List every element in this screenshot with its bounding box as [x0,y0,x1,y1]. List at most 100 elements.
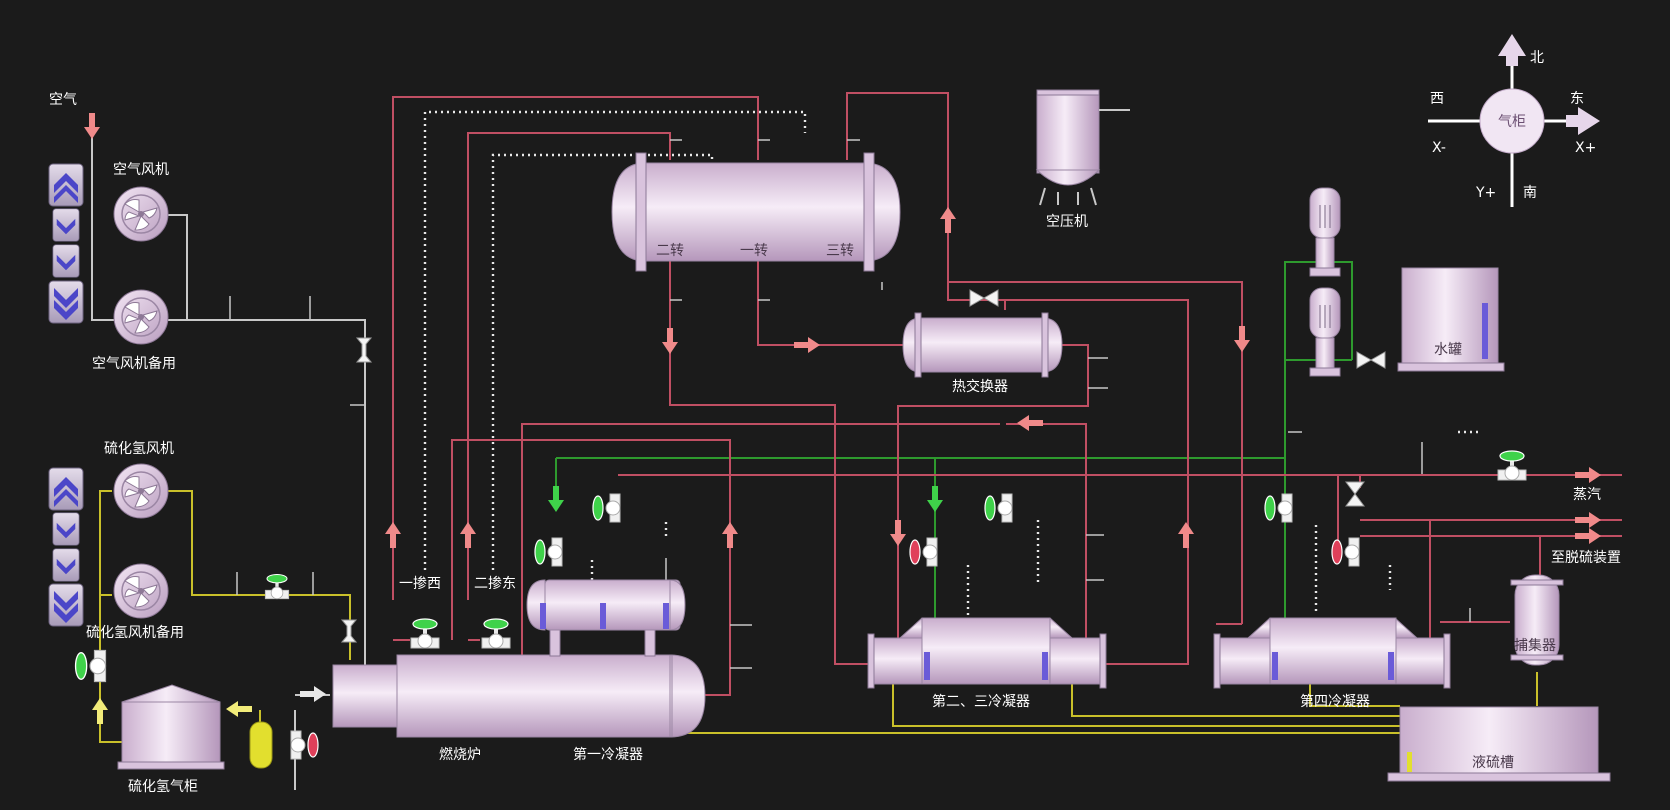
mix-east-label: 二掺东 [474,575,516,592]
h2s-fan-backup[interactable] [113,563,169,619]
to-desulfur-label: 至脱硫装置 [1551,550,1621,566]
compass-south-label: 南 [1523,185,1537,201]
check-valves [340,337,373,643]
flow-arrow-icon [1234,326,1250,352]
air-fan-label: 空气风机 [113,162,169,178]
valve-icon[interactable] [481,618,511,649]
flow-arrow-icon [548,486,564,512]
compass-xplus-label: X+ [1575,140,1596,156]
converter-reactor[interactable] [611,152,901,272]
condenser1-label: 第一冷凝器 [573,746,643,763]
steam-label: 蒸汽 [1573,487,1601,503]
water-tank[interactable] [1397,267,1505,372]
condenser4-label: 第四冷凝器 [1300,693,1370,710]
h2s-fan-label: 硫化氢风机 [104,441,174,457]
first-condenser[interactable] [526,579,686,657]
fourth-condenser[interactable] [1213,617,1451,689]
valve-side-icon[interactable] [592,493,621,523]
valve-icon[interactable] [264,573,290,600]
control-down-button[interactable] [52,244,80,278]
butterfly-valve-icon[interactable] [969,289,999,307]
air-fan[interactable] [113,186,169,242]
flow-arrow-icon [1575,528,1601,544]
valve-side-icon[interactable] [534,537,563,567]
valves[interactable] [74,450,1527,760]
compass-xminus-label: X- [1432,140,1446,156]
flow-arrow-icon [890,520,906,546]
flow-arrows-air [300,686,326,702]
flow-arrow-icon [1575,467,1601,483]
compass-yplus-label: Y+ [1475,185,1496,201]
water-pump-2[interactable] [1309,287,1341,377]
valve-icon[interactable] [1497,450,1527,481]
flow-arrow-icon [1178,522,1194,548]
flow-arrow-icon [1017,415,1043,431]
valve-side-icon[interactable] [909,537,938,567]
control-up-button[interactable] [48,163,84,207]
collector[interactable] [1510,574,1564,666]
water-tank-label: 水罐 [1434,342,1462,358]
air-fan-controls[interactable] [48,163,84,324]
valve-icon[interactable] [410,618,440,649]
compass-center-label: 气柜 [1498,114,1526,130]
flow-arrow-icon [940,207,956,233]
mix-west-label: 一掺西 [399,575,441,592]
condenser23-label: 第二、三冷凝器 [932,693,1030,710]
reactor-zone1-label: 一转 [740,243,768,259]
flow-arrow-icon [722,522,738,548]
compass-north-label: 北 [1530,50,1544,66]
pipes-dotted [423,110,1478,615]
liquid-sulfur-tank[interactable] [1387,706,1611,782]
flow-arrow-icon [300,686,326,702]
valve-side-icon[interactable] [74,649,107,683]
compressor-label: 空压机 [1046,214,1088,230]
butterfly-valve-icon[interactable] [1356,351,1386,369]
valve-side-icon[interactable] [1331,537,1360,567]
flow-arrow-icon [662,328,678,354]
furnace-label: 燃烧炉 [439,746,481,763]
air-fan-backup[interactable] [113,289,169,345]
collector-label: 捕集器 [1514,637,1556,654]
reactor-zone3-label: 三转 [826,243,854,259]
flow-arrow-icon [92,698,108,724]
valve-side-icon[interactable] [1264,493,1293,523]
control-down-button[interactable] [52,208,80,242]
air-label: 空气 [49,92,77,108]
furnace[interactable] [332,654,706,738]
water-pump-1[interactable] [1309,187,1341,277]
compass-icon [1428,34,1600,207]
compass-west-label: 西 [1430,91,1444,107]
flow-arrow-icon [84,113,100,139]
valve-side-icon[interactable] [290,730,319,760]
flow-arrow-icon [1575,512,1601,528]
h2s-fan-backup-label: 硫化氢风机备用 [86,624,184,641]
air-compressor[interactable] [1035,89,1130,206]
labels: 气柜 北 南 西 东 X- X+ Y+ 空气 空气风机 空气风机备用 硫化氢风机… [49,50,1621,795]
heat-exchanger[interactable] [902,312,1063,378]
control-double-down-button[interactable] [48,280,84,324]
h2s-tank-label: 硫化氢气柜 [128,779,198,795]
air-fan-backup-label: 空气风机备用 [92,355,176,372]
flow-arrow-icon [460,522,476,548]
reactor-zone2-label: 二转 [656,243,684,259]
butterfly-valves[interactable] [969,289,1386,507]
flow-arrow-icon [385,522,401,548]
compass-east-label: 东 [1570,91,1584,107]
flow-arrow-icon [794,337,820,353]
heat-exchanger-label: 热交换器 [952,378,1008,395]
sulfur-tank-label: 液硫槽 [1472,755,1514,771]
second-third-condenser[interactable] [867,617,1107,689]
control-double-down-button[interactable] [48,583,84,627]
valve-side-icon[interactable] [984,493,1013,523]
yellow-drum [249,721,273,769]
flow-arrow-icon [226,701,252,717]
h2s-fan-controls[interactable] [48,467,84,627]
control-up-button[interactable] [48,467,84,511]
butterfly-valve-icon[interactable] [1345,481,1365,507]
h2s-fan[interactable] [113,463,169,519]
flow-arrow-icon [927,486,943,512]
h2s-gas-tank[interactable] [117,684,225,770]
control-down-button[interactable] [52,548,80,582]
control-down-button[interactable] [52,512,80,546]
